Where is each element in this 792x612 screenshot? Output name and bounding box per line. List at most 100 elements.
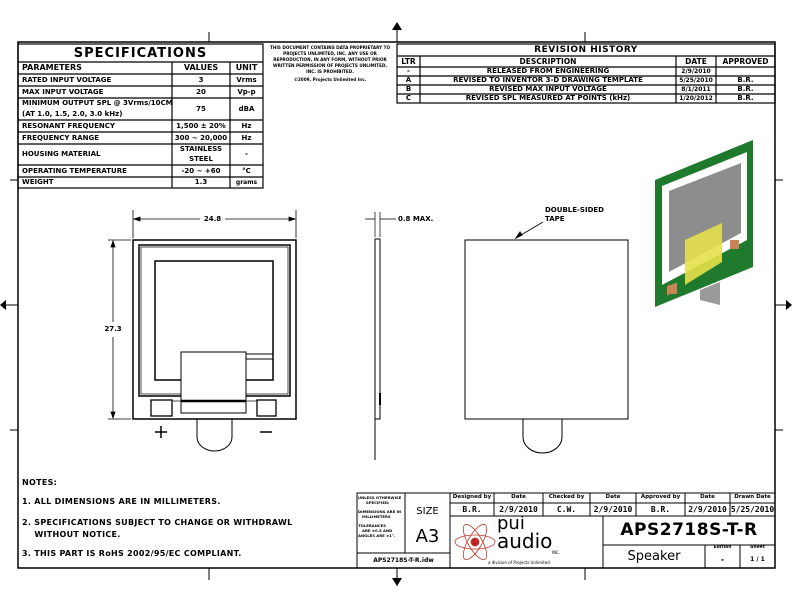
speaker-3d-render: [655, 140, 753, 307]
logo-text-audio: audio: [497, 529, 553, 553]
sheet-value: 1 / 1: [750, 556, 765, 563]
spec-value: STAINLESS: [179, 144, 223, 153]
logo-tagline: a division of Projects Unlimited: [488, 560, 550, 565]
spec-param: MAX INPUT VOLTAGE: [22, 87, 104, 96]
notice-line: PROJECTS UNLIMITED, INC. ANY USE OR: [283, 51, 377, 56]
note-item: 2. SPECIFICATIONS SUBJECT TO CHANGE OR W…: [22, 518, 293, 527]
rev-header-date: DATE: [685, 56, 707, 66]
specifications-table-grid: [17, 43, 264, 189]
notice-line: WRITTEN PERMISSION OF PROJECTS UNLIMITED…: [272, 63, 388, 68]
header-date: Date: [700, 494, 715, 501]
notice-line: INC. IS PROHIBITED.: [306, 69, 354, 74]
spec-header-parameters: PARAMETERS: [22, 63, 82, 72]
note-item: 1. ALL DIMENSIONS ARE IN MILLIMETERS.: [22, 497, 221, 506]
spec-unit: Hz: [241, 121, 252, 130]
rev-date: 8/1/2011: [681, 85, 711, 93]
spec-value: 300 ~ 20,000: [174, 133, 228, 142]
checked-date: 2/9/2010: [593, 504, 633, 514]
rev-date: 1/20/2012: [679, 94, 713, 102]
spec-param: RATED INPUT VOLTAGE: [22, 75, 112, 84]
rev-ltr: B: [405, 85, 412, 93]
front-view-dimensions: [108, 210, 297, 420]
tolerance-line: ANGLES ARE ±1°.: [358, 533, 396, 538]
approved-date: 2/9/2010: [688, 504, 727, 514]
thickness-dimension: 0.8 MAX.: [398, 214, 434, 223]
part-number: APS2718S-T-R: [620, 520, 758, 540]
specifications-title: SPECIFICATIONS: [73, 45, 208, 61]
rev-approved: B.R.: [737, 85, 754, 93]
header-date: Date: [511, 494, 526, 501]
title-block-grid: [356, 492, 776, 569]
tape-label-continued: TAPE: [545, 215, 565, 223]
note-item: 3. THIS PART IS RoHS 2002/95/EC COMPLIAN…: [22, 549, 242, 558]
rev-header-approved: APPROVED: [722, 56, 769, 66]
spec-unit: °C: [242, 166, 251, 175]
rev-approved: [716, 67, 775, 76]
size-label: SIZE: [416, 506, 439, 517]
spec-param: MINIMUM OUTPUT SPL @ 3Vrms/10CM: [22, 99, 173, 107]
spec-header-unit: UNIT: [235, 63, 258, 72]
file-name: APS2718S-T-R.idw: [373, 556, 434, 564]
rev-ltr: -: [407, 67, 410, 75]
center-mark-left-icon: [0, 300, 6, 310]
rev-approved: B.R.: [737, 76, 754, 84]
checked-by: C.W.: [556, 504, 577, 514]
center-mark-bottom-icon: [392, 578, 402, 586]
spec-unit: Vp-p: [237, 87, 256, 96]
tolerance-line: DIMENSIONS ARE IN: [358, 509, 402, 514]
note-item: WITHOUT NOTICE.: [22, 530, 121, 539]
spec-param: WEIGHT: [22, 178, 54, 186]
spec-value: 20: [196, 87, 206, 96]
rev-description: REVISED TO INVENTOR 3-D DRAWING TEMPLATE: [453, 76, 643, 84]
spec-value: 1.3: [194, 178, 208, 186]
spec-param-continued: (AT 1.0, 1.5, 2.0, 3.0 kHz): [22, 110, 123, 118]
spec-value-continued: STEEL: [189, 154, 213, 163]
tolerance-line: ARE ±0.5 AND: [362, 528, 393, 533]
sheet-size: A3: [415, 526, 440, 547]
designed-date: 2/9/2010: [499, 504, 538, 514]
copyright-notice: ©2009, Projects Unlimited Inc.: [293, 77, 367, 82]
rev-header-description: DESCRIPTION: [519, 56, 577, 66]
spec-unit: dBA: [238, 104, 255, 113]
tolerance-line: SPECIFIED:: [366, 500, 390, 505]
designed-by: B.R.: [462, 504, 482, 514]
spec-unit: Vrms: [236, 75, 257, 84]
rev-date: 5/25/2010: [679, 76, 713, 84]
revision-table-grid: [396, 43, 776, 104]
rev-description: REVISED SPL MEASURED AT POINTS (kHz): [465, 94, 631, 102]
spec-unit: grams: [235, 178, 258, 186]
back-view: [464, 221, 629, 454]
spec-param: FREQUENCY RANGE: [22, 133, 100, 142]
spec-value: 1,500 ± 20%: [176, 121, 226, 130]
spec-param: RESONANT FREQUENCY: [22, 121, 115, 130]
center-mark-top-icon: [392, 22, 402, 30]
edition-value: -: [720, 555, 725, 564]
rev-approved: B.R.: [737, 94, 754, 102]
revision-history-title: REVISION HISTORY: [534, 44, 638, 55]
rev-ltr: C: [405, 94, 412, 102]
rev-date: 2/9/2010: [681, 67, 711, 75]
spec-value: -20 ~ +60: [181, 166, 221, 175]
tolerance-notes: UNLESS OTHERWISE SPECIFIED: DIMENSIONS A…: [358, 495, 405, 538]
spec-value: 75: [196, 104, 206, 113]
proprietary-notice: THIS DOCUMENT CONTAINS DATA PROPRIETARY …: [264, 45, 396, 83]
part-name: Speaker: [627, 549, 681, 564]
header-designed-by: Designed by: [452, 494, 492, 501]
tape-label: DOUBLE-SIDED: [545, 206, 604, 214]
rev-description: REVISED MAX INPUT VOLTAGE: [489, 85, 607, 93]
approved-by: B.R.: [650, 504, 671, 514]
header-date: Date: [605, 494, 621, 501]
spec-value: 3: [198, 75, 204, 84]
spec-param: HOUSING MATERIAL: [22, 150, 101, 158]
rev-ltr: A: [405, 76, 412, 84]
width-dimension: 24.8: [203, 214, 222, 223]
rev-header-ltr: LTR: [401, 56, 416, 66]
tolerance-line: TOLERANCES: [358, 523, 386, 528]
header-drawn-date: Drawn Date: [734, 494, 771, 501]
header-approved-by: Approved by: [640, 494, 681, 501]
drawn-date: 5/25/2010: [730, 504, 775, 514]
rev-description: RELEASED FROM ENGINEERING: [486, 67, 610, 75]
notes-title: NOTES:: [22, 478, 58, 487]
